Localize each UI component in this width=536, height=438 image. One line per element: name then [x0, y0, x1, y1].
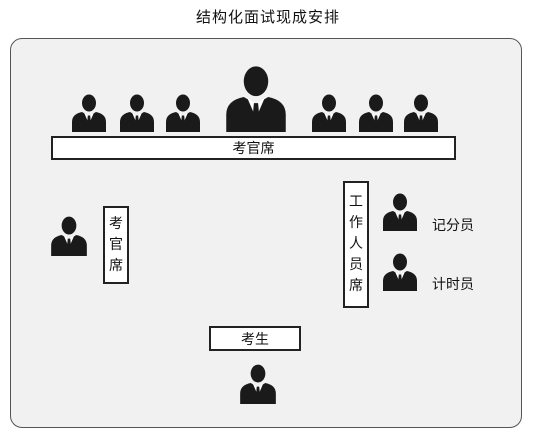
examiner-figure-5	[356, 92, 396, 132]
staff-char-5: 席	[349, 278, 363, 294]
examiner-side-char-1: 考	[109, 215, 123, 232]
diagram-title: 结构化面试现成安排	[195, 8, 340, 26]
recorder-label: 记分员	[432, 218, 474, 234]
examiner-table-top-label: 考官席	[232, 141, 275, 157]
examiner-figure-1	[69, 92, 109, 132]
timer-figure	[380, 251, 420, 291]
candidate-figure	[237, 362, 279, 404]
staff-char-1: 工	[349, 194, 363, 210]
staff-char-4: 员	[349, 257, 363, 273]
candidate-table: 考生	[209, 326, 301, 351]
examiner-table-side: 考 官 席	[103, 206, 129, 284]
examiner-side-char-3: 席	[109, 257, 123, 274]
examiner-side-char-2: 官	[109, 236, 123, 253]
examiner-figure-2	[117, 92, 157, 132]
examiner-figure-3	[163, 92, 203, 132]
candidate-table-label: 考生	[241, 331, 269, 348]
staff-char-3: 人	[349, 236, 363, 252]
staff-char-2: 作	[349, 215, 363, 231]
side-examiner-figure	[48, 214, 90, 256]
timer-label: 计时员	[432, 277, 474, 293]
examiner-figure-4	[309, 92, 349, 132]
examiner-figure-6	[401, 92, 441, 132]
examiner-table-top: 考官席	[51, 136, 456, 160]
recorder-figure	[380, 191, 420, 231]
chief-examiner-figure	[221, 62, 291, 132]
staff-table: 工 作 人 员 席	[343, 181, 369, 308]
